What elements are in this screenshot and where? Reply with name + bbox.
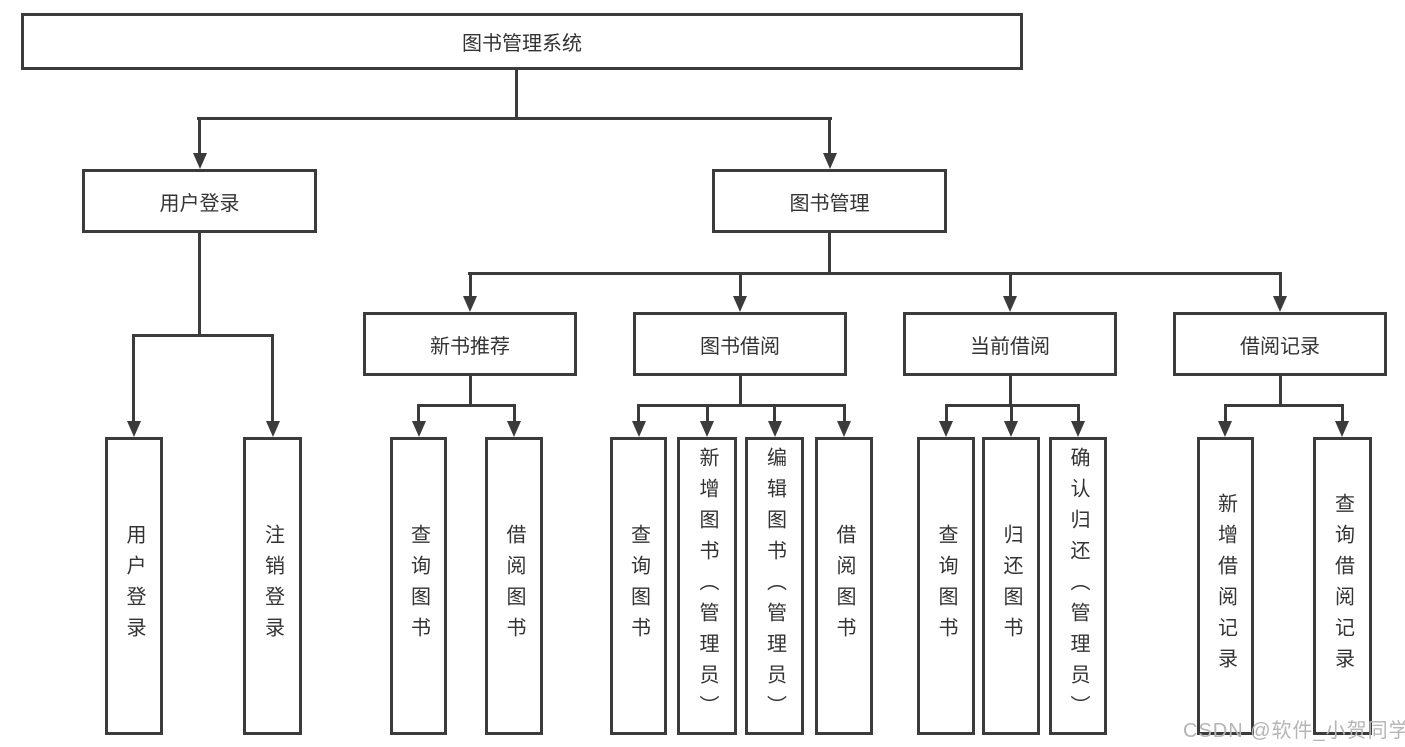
connector-line (637, 404, 640, 423)
connector-line (469, 272, 472, 298)
node-leaf-query-books: 查询图书 (390, 437, 447, 735)
node-borrowing-records: 借阅记录 (1173, 312, 1387, 376)
connector-line (198, 117, 201, 154)
leaf-label: 编辑图书（管理员） (763, 446, 786, 726)
leaf-label: 查询图书 (627, 524, 650, 648)
node-book-management: 图书管理 (712, 169, 947, 233)
connector-line (1224, 404, 1344, 407)
node-new-book-recommend: 新书推荐 (363, 312, 577, 376)
node-leaf-return-books: 归还图书 (982, 437, 1040, 735)
leaf-label: 查询图书 (935, 524, 957, 648)
node-borrowing-records-label: 借阅记录 (1240, 335, 1320, 358)
node-book-borrowing-label: 图书借阅 (700, 335, 780, 358)
node-current-borrowing-label: 当前借阅 (970, 335, 1050, 358)
arrowhead-down-icon (1335, 421, 1349, 437)
connector-line (1341, 404, 1344, 423)
node-leaf-add-borrow-record: 新增借阅记录 (1197, 437, 1254, 735)
connector-line (1010, 404, 1013, 423)
node-user-login-label: 用户登录 (159, 192, 240, 215)
node-user-login: 用户登录 (82, 169, 317, 233)
leaf-label: 查询图书 (407, 524, 430, 648)
arrowhead-down-icon (823, 153, 837, 169)
arrowhead-down-icon (700, 421, 714, 437)
leaf-label: 确认归还（管理员） (1067, 446, 1089, 726)
node-library-system: 图书管理系统 (21, 13, 1023, 70)
connector-line (197, 117, 832, 120)
arrowhead-down-icon (266, 421, 280, 437)
node-leaf-query-books: 查询图书 (917, 437, 975, 735)
connector-line (739, 272, 742, 298)
node-leaf-add-books-admin: 新增图书（管理员） (677, 437, 737, 735)
node-leaf-query-books: 查询图书 (610, 437, 667, 735)
arrowhead-down-icon (1004, 421, 1018, 437)
node-leaf-borrow-books: 借阅图书 (815, 437, 873, 735)
arrowhead-down-icon (1071, 421, 1085, 437)
leaf-label: 查询借阅记录 (1331, 493, 1354, 679)
leaf-label: 归还图书 (1000, 524, 1022, 648)
arrowhead-down-icon (939, 421, 953, 437)
connector-line (773, 404, 776, 423)
connector-line (468, 272, 1282, 275)
arrowhead-down-icon (733, 296, 747, 312)
leaf-label: 借阅图书 (833, 524, 855, 648)
arrowhead-down-icon (412, 421, 426, 437)
node-library-system-label: 图书管理系统 (462, 33, 582, 55)
connector-line (198, 233, 201, 336)
leaf-label: 借阅图书 (503, 524, 525, 648)
node-new-book-recommend-label: 新书推荐 (430, 335, 510, 358)
arrowhead-down-icon (1273, 296, 1287, 312)
connector-line (843, 404, 846, 423)
connector-line (513, 404, 516, 423)
leaf-label: 新增图书（管理员） (696, 446, 718, 726)
node-leaf-user-login: 用户登录 (105, 437, 163, 735)
node-leaf-edit-books-admin: 编辑图书（管理员） (745, 437, 804, 735)
node-leaf-borrow-books: 借阅图书 (485, 437, 543, 735)
watermark: CSDN @软件_小贺同学 (1183, 720, 1405, 742)
connector-line (1224, 404, 1227, 423)
connector-line (1077, 404, 1080, 423)
connector-line (515, 70, 518, 120)
node-book-management-label: 图书管理 (789, 192, 870, 215)
arrowhead-down-icon (507, 421, 521, 437)
connector-line (1009, 376, 1012, 407)
arrowhead-down-icon (463, 296, 477, 312)
connector-line (739, 376, 742, 407)
leaf-label: 注销登录 (261, 524, 284, 648)
connector-line (417, 404, 516, 407)
connector-line (1009, 272, 1012, 298)
node-current-borrowing: 当前借阅 (903, 312, 1117, 376)
node-leaf-confirm-return-admin: 确认归还（管理员） (1049, 437, 1107, 735)
connector-line (637, 404, 846, 407)
arrowhead-down-icon (127, 421, 141, 437)
node-leaf-logout: 注销登录 (243, 437, 302, 735)
node-leaf-query-borrow-record: 查询借阅记录 (1313, 437, 1372, 735)
arrowhead-down-icon (632, 421, 646, 437)
arrowhead-down-icon (837, 421, 851, 437)
connector-line (945, 404, 948, 423)
connector-line (417, 404, 420, 423)
connector-line (828, 233, 831, 275)
connector-line (1279, 272, 1282, 298)
connector-line (469, 376, 472, 407)
connector-line (132, 334, 135, 422)
node-book-borrowing: 图书借阅 (633, 312, 847, 376)
connector-line (828, 117, 831, 154)
leaf-label: 新增借阅记录 (1214, 493, 1237, 679)
connector-line (132, 334, 274, 337)
arrowhead-down-icon (1003, 296, 1017, 312)
leaf-label: 用户登录 (123, 524, 145, 648)
arrowhead-down-icon (1218, 421, 1232, 437)
arrowhead-down-icon (768, 421, 782, 437)
arrowhead-down-icon (193, 153, 207, 169)
connector-line (271, 334, 274, 422)
connector-line (706, 404, 709, 423)
connector-line (1279, 376, 1282, 407)
